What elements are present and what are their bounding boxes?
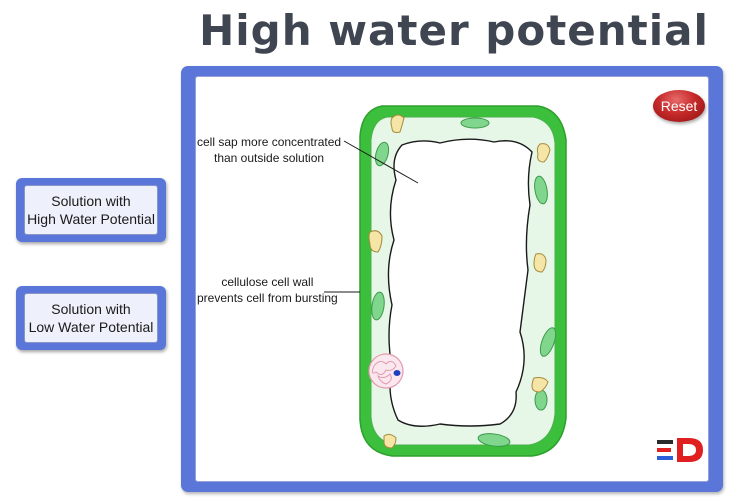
mitochondrion xyxy=(368,230,383,253)
high-water-potential-button-face[interactable]: Solution with High Water Potential xyxy=(24,185,158,235)
cell-wall-label-line2: prevents cell from bursting xyxy=(197,291,338,305)
cell-sap-label-line1: cell sap more concentrated xyxy=(197,135,342,149)
cell-sap-pointer-line xyxy=(343,140,419,184)
high-water-potential-button[interactable]: Solution with High Water Potential xyxy=(16,178,166,242)
high-button-label-line1: Solution with xyxy=(51,193,131,209)
chloroplast xyxy=(539,327,557,357)
ed-logo xyxy=(657,438,703,462)
chloroplast xyxy=(534,389,548,411)
mitochondrion xyxy=(533,253,547,273)
low-water-potential-button-face[interactable]: Solution with Low Water Potential xyxy=(24,293,158,343)
mitochondrion xyxy=(390,114,405,133)
chloroplast xyxy=(477,433,511,447)
low-water-potential-button[interactable]: Solution with Low Water Potential xyxy=(16,286,166,350)
cell-wall-label: cellulose cell wall prevents cell from b… xyxy=(197,274,338,306)
cell-sap-label-line2: than outside solution xyxy=(213,151,325,165)
mitochondrion xyxy=(536,143,551,163)
mitochondrion xyxy=(383,433,397,449)
nucleolus xyxy=(393,370,401,376)
high-button-label-line2: High Water Potential xyxy=(27,211,155,227)
page-title: High water potential xyxy=(199,6,709,55)
cell-wall-label-line1: cellulose cell wall xyxy=(221,275,314,289)
chromatin xyxy=(371,360,397,385)
mitochondrion xyxy=(531,377,549,393)
cell-sap-label: cell sap more concentrated than outside … xyxy=(197,134,341,166)
vacuole xyxy=(387,138,533,427)
chloroplast xyxy=(374,141,390,167)
reset-button[interactable]: Reset xyxy=(653,90,705,122)
low-button-label-line2: Low Water Potential xyxy=(28,319,154,335)
chloroplast xyxy=(534,175,548,205)
chloroplast xyxy=(371,291,385,321)
low-button-label-line1: Solution with xyxy=(51,301,131,317)
chloroplast xyxy=(460,117,490,129)
